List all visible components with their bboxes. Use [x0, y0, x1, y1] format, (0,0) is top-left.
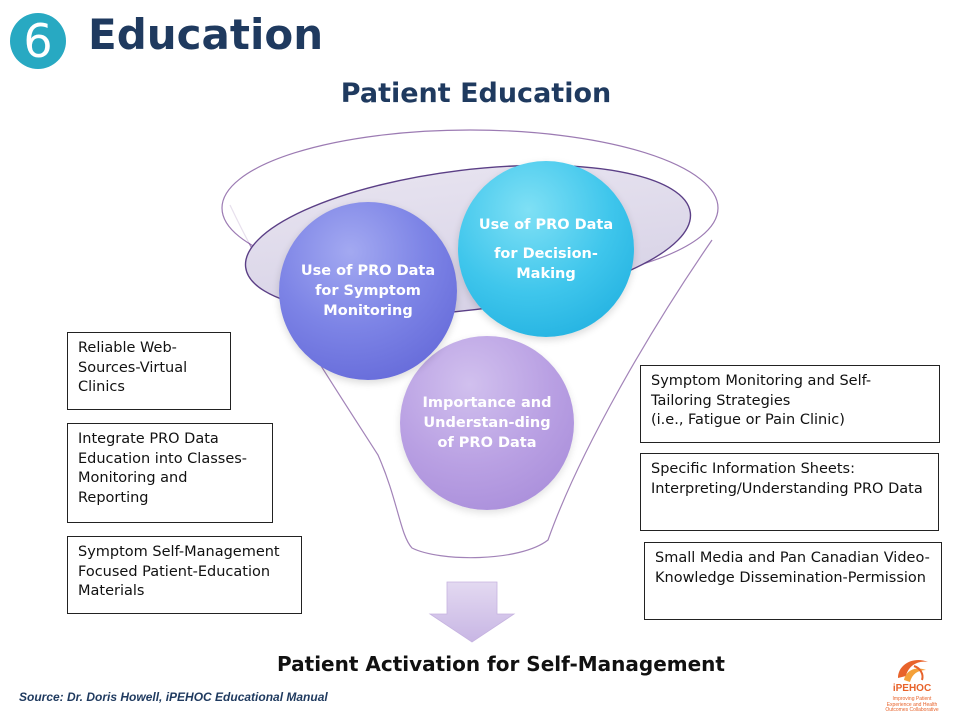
ipehoc-logo-icon: [898, 659, 928, 682]
section-number-badge: 6: [10, 13, 66, 69]
circle-decision-making-line1: Use of PRO Data: [478, 216, 614, 233]
circle-importance-understanding: Importance and Understan-ding of PRO Dat…: [400, 336, 574, 510]
source-citation: Source: Dr. Doris Howell, iPEHOC Educati…: [19, 690, 328, 704]
logo-wordmark: iPEHOC: [892, 683, 932, 694]
circle-decision-making: Use of PRO Data for Decision-Making: [458, 161, 634, 337]
down-arrow-icon: [428, 581, 516, 643]
right-box-small-media: Small Media and Pan Canadian Video-Knowl…: [644, 542, 942, 620]
circle-decision-making-line2: for Decision-Making: [494, 245, 598, 282]
funnel-output-label: Patient Activation for Self-Management: [277, 652, 725, 676]
right-box-symptom-monitoring: Symptom Monitoring and Self-Tailoring St…: [640, 365, 940, 443]
logo-tagline: Improving Patient Experience and Health …: [885, 696, 939, 713]
circle-symptom-monitoring: Use of PRO Data for Symptom Monitoring: [279, 202, 457, 380]
diagram-title: Patient Education: [340, 78, 612, 109]
left-box-web-sources: Reliable Web-Sources-Virtual Clinics: [67, 332, 231, 410]
page-title: Education: [88, 10, 324, 59]
left-box-self-management-materials: Symptom Self-Management Focused Patient-…: [67, 536, 302, 614]
left-box-integrate-classes: Integrate PRO Data Education into Classe…: [67, 423, 273, 523]
right-box-information-sheets: Specific Information Sheets: Interpretin…: [640, 453, 939, 531]
